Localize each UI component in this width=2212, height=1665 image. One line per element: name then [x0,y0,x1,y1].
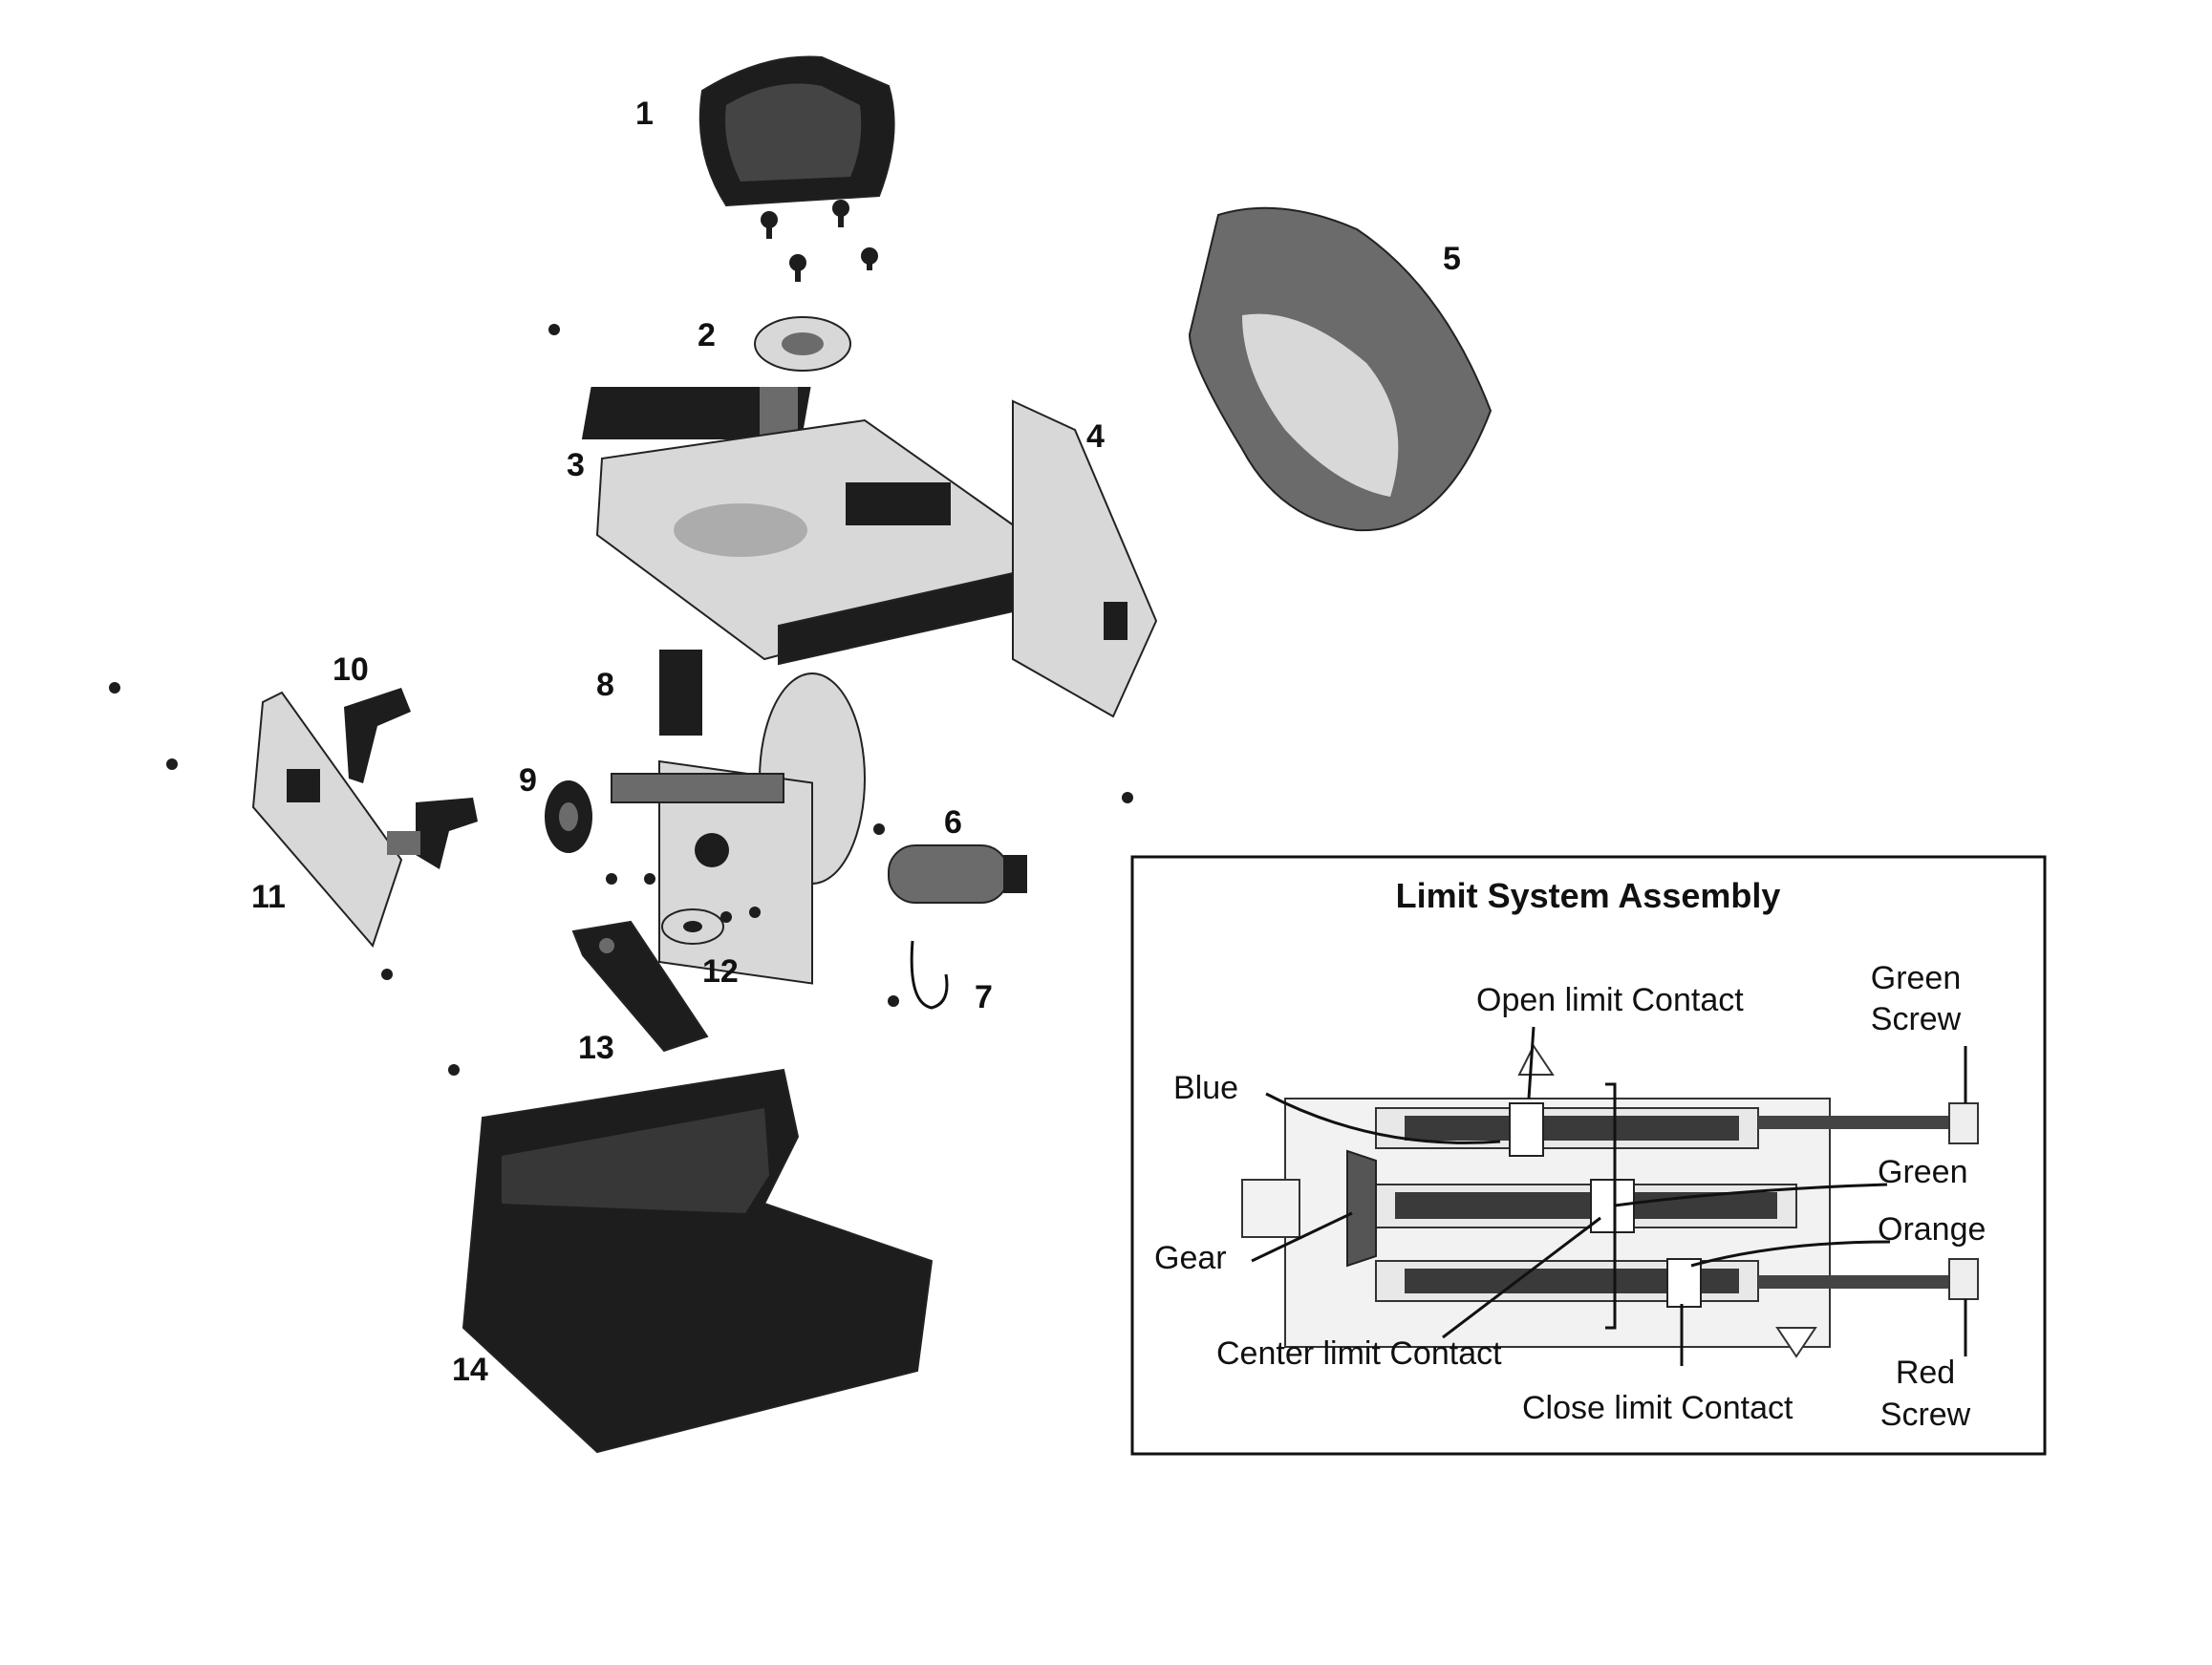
part-number-14: 14 [452,1352,488,1388]
leader-center-limit [1442,1216,1601,1339]
label-close-limit-contact: Close limit Contact [1522,1390,1793,1426]
label-center-limit-contact: Center limit Contact [1216,1335,1502,1372]
part-7-wire-clip [888,940,949,1010]
part-10-bracket [344,688,411,783]
part-5-light-lens [1188,206,1493,532]
leader-green [1614,1183,1888,1207]
part-number-7: 7 [975,979,993,1015]
label-open-limit-contact: Open limit Contact [1476,982,1744,1018]
part-14-chassis-housing [448,1064,934,1454]
label-green-screw-line2: Screw [1871,1001,1962,1037]
open-limit-contact [1509,1102,1544,1157]
part-12-gear [606,873,761,945]
part-number-3: 3 [567,447,585,483]
red-screw-head [1948,1258,1979,1300]
part-number-6: 6 [944,804,962,841]
part-4-side-panel [1012,399,1158,718]
leader-gear [1251,1211,1353,1263]
part-number-1: 1 [635,96,654,132]
part-number-11: 11 [251,879,286,915]
part-number-4: 4 [1086,418,1105,455]
part-13-limit-assembly [571,920,709,1053]
part-number-9: 9 [519,762,537,799]
leader-open-limit [1527,1026,1536,1099]
green-screw-head [1948,1102,1979,1144]
part-number-5: 5 [1443,241,1461,277]
screws-top [548,200,878,335]
part-9-worm-gear [545,780,592,853]
loose-fasteners [109,682,1133,980]
limit-system-inset: Limit System Assembly [1130,855,2047,1456]
part-number-12: 12 [702,953,739,990]
part-1-cover-cap [698,55,895,207]
label-red-screw-line1: Red [1896,1355,1955,1391]
limit-assembly-drawing [1241,1044,1979,1358]
part-11-circuit-board [251,691,478,948]
part-number-2: 2 [698,317,716,353]
label-gear: Gear [1154,1240,1227,1276]
part-number-8: 8 [596,667,614,703]
part-3-chassis-plate [595,418,1029,666]
close-limit-contact [1666,1258,1702,1308]
label-orange: Orange [1878,1211,1986,1248]
label-red-screw-line2: Screw [1880,1397,1971,1433]
part-number-13: 13 [578,1030,614,1066]
center-limit-contact [1590,1179,1635,1233]
inset-title: Limit System Assembly [1396,876,1781,915]
part-8-motor [611,650,866,985]
limit-gear [1346,1149,1377,1268]
part-6-capacitor [888,844,1027,904]
leader-blue [1265,1092,1501,1144]
label-blue: Blue [1173,1070,1238,1106]
label-green-screw-line1: Green [1871,960,1962,996]
label-green: Green [1878,1154,1968,1190]
part-number-10: 10 [333,651,369,688]
leader-orange [1690,1240,1891,1268]
